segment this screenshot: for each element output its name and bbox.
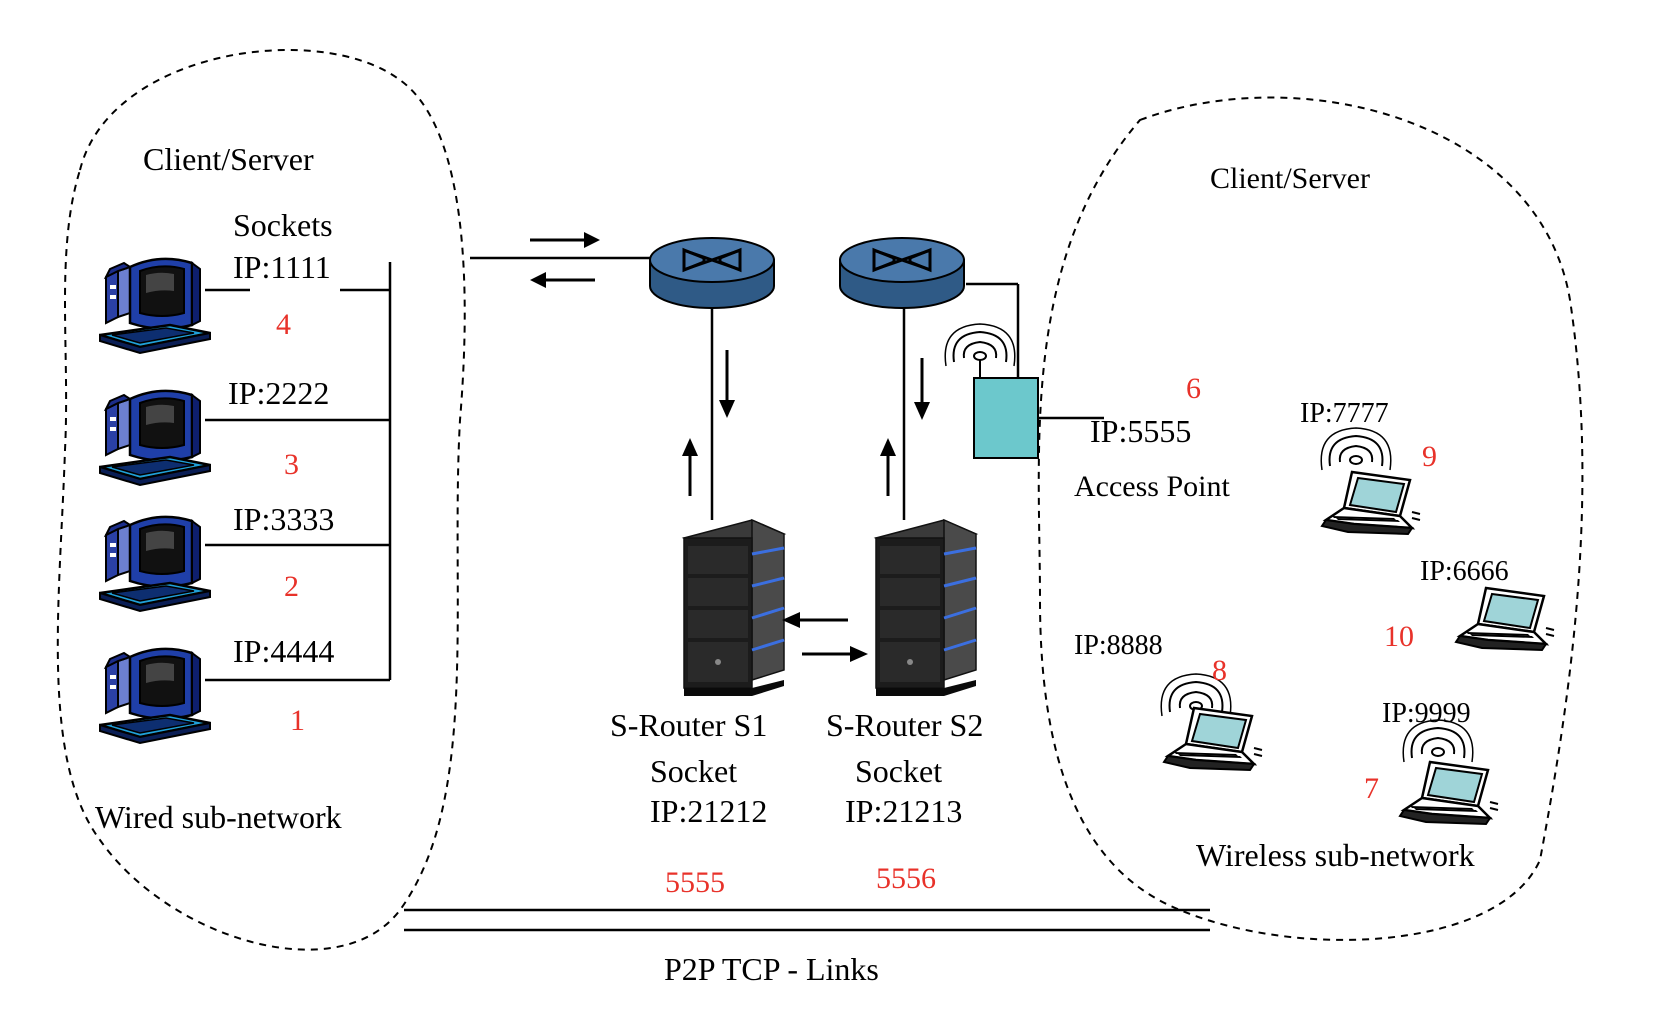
server-s1 bbox=[682, 518, 786, 698]
laptop-icon bbox=[1162, 706, 1264, 772]
router-ip: IP:21212 bbox=[650, 793, 767, 829]
host-number: 1 bbox=[290, 704, 305, 737]
access-point-label: Access Point bbox=[1074, 470, 1230, 503]
laptop-number: 9 bbox=[1422, 440, 1437, 473]
server-server-arrows bbox=[782, 612, 868, 662]
wired-host-1111: IP:1111 4 bbox=[98, 249, 331, 355]
desktop-computer-icon bbox=[98, 515, 212, 613]
access-point-box bbox=[973, 377, 1039, 459]
host-number: 3 bbox=[284, 448, 299, 481]
bus-router-arrows bbox=[530, 232, 600, 288]
router-server-links bbox=[710, 308, 906, 520]
router-name: S-Router S1 bbox=[610, 707, 767, 743]
s2-vertical-arrows bbox=[880, 358, 930, 496]
wired-bus bbox=[205, 256, 650, 682]
router-icon bbox=[838, 236, 966, 310]
laptop-number: 10 bbox=[1384, 620, 1414, 653]
laptop-7777: IP:7777 9 bbox=[1300, 398, 1437, 536]
router-port: 5555 bbox=[665, 866, 725, 899]
router-ip: IP:21213 bbox=[845, 793, 962, 829]
access-point: 6 IP:5555 Access Point bbox=[944, 282, 1230, 503]
router-socket: Socket bbox=[855, 753, 942, 789]
router-port: 5556 bbox=[876, 862, 936, 895]
laptop-ip: IP:8888 bbox=[1074, 630, 1163, 661]
wired-caption: Wired sub-network bbox=[95, 799, 342, 835]
host-number: 4 bbox=[276, 308, 291, 341]
server-s2 bbox=[874, 518, 978, 698]
server-icon bbox=[682, 518, 786, 698]
wifi-icon bbox=[944, 323, 1016, 367]
wired-network-boundary bbox=[56, 49, 466, 951]
p2p-tcp-links bbox=[404, 908, 1210, 932]
access-point-ip: IP:5555 bbox=[1090, 413, 1191, 449]
wired-host-3333: IP:3333 2 bbox=[98, 501, 334, 613]
router-socket: Socket bbox=[650, 753, 737, 789]
wired-host-2222: IP:2222 3 bbox=[98, 375, 329, 487]
access-point-number: 6 bbox=[1186, 372, 1201, 405]
laptop-ip: IP:9999 bbox=[1382, 698, 1471, 729]
server-icon bbox=[874, 518, 978, 698]
laptop-number: 8 bbox=[1212, 654, 1227, 687]
wifi-icon bbox=[1320, 427, 1392, 471]
desktop-computer-icon bbox=[98, 257, 212, 355]
s1-vertical-arrows bbox=[682, 350, 735, 496]
host-ip: IP:1111 bbox=[233, 249, 331, 285]
wired-title-line2: Sockets bbox=[233, 207, 333, 243]
desktop-computer-icon bbox=[98, 389, 212, 487]
wireless-caption: Wireless sub-network bbox=[1196, 837, 1475, 873]
host-number: 2 bbox=[284, 570, 299, 603]
laptop-8888: IP:8888 8 bbox=[1074, 630, 1264, 772]
router-s1-labels: S-Router S1 Socket IP:21212 5555 bbox=[610, 707, 767, 899]
wired-host-4444: IP:4444 1 bbox=[98, 633, 334, 745]
laptop-number: 7 bbox=[1364, 772, 1379, 805]
router-s2-labels: S-Router S2 Socket IP:21213 5556 bbox=[826, 707, 983, 895]
host-ip: IP:3333 bbox=[233, 501, 334, 537]
router-s2 bbox=[838, 236, 966, 310]
laptop-ip: IP:7777 bbox=[1300, 398, 1389, 429]
laptop-icon bbox=[1320, 470, 1422, 536]
host-ip: IP:4444 bbox=[233, 633, 334, 669]
router-icon bbox=[648, 236, 776, 310]
p2p-links-label: P2P TCP - Links bbox=[664, 951, 879, 987]
laptop-icon bbox=[1454, 586, 1556, 652]
laptop-6666: IP:6666 10 bbox=[1384, 556, 1556, 653]
laptop-icon bbox=[1398, 760, 1500, 826]
wireless-title: Client/Server bbox=[1210, 162, 1370, 195]
wireless-network-boundary bbox=[1037, 96, 1584, 941]
laptop-ip: IP:6666 bbox=[1420, 556, 1509, 587]
laptop-9999: IP:9999 7 bbox=[1364, 698, 1500, 826]
desktop-computer-icon bbox=[98, 647, 212, 745]
host-ip: IP:2222 bbox=[228, 375, 329, 411]
router-s1 bbox=[648, 236, 776, 310]
router-name: S-Router S2 bbox=[826, 707, 983, 743]
wired-title-line1: Client/Server bbox=[143, 141, 314, 177]
